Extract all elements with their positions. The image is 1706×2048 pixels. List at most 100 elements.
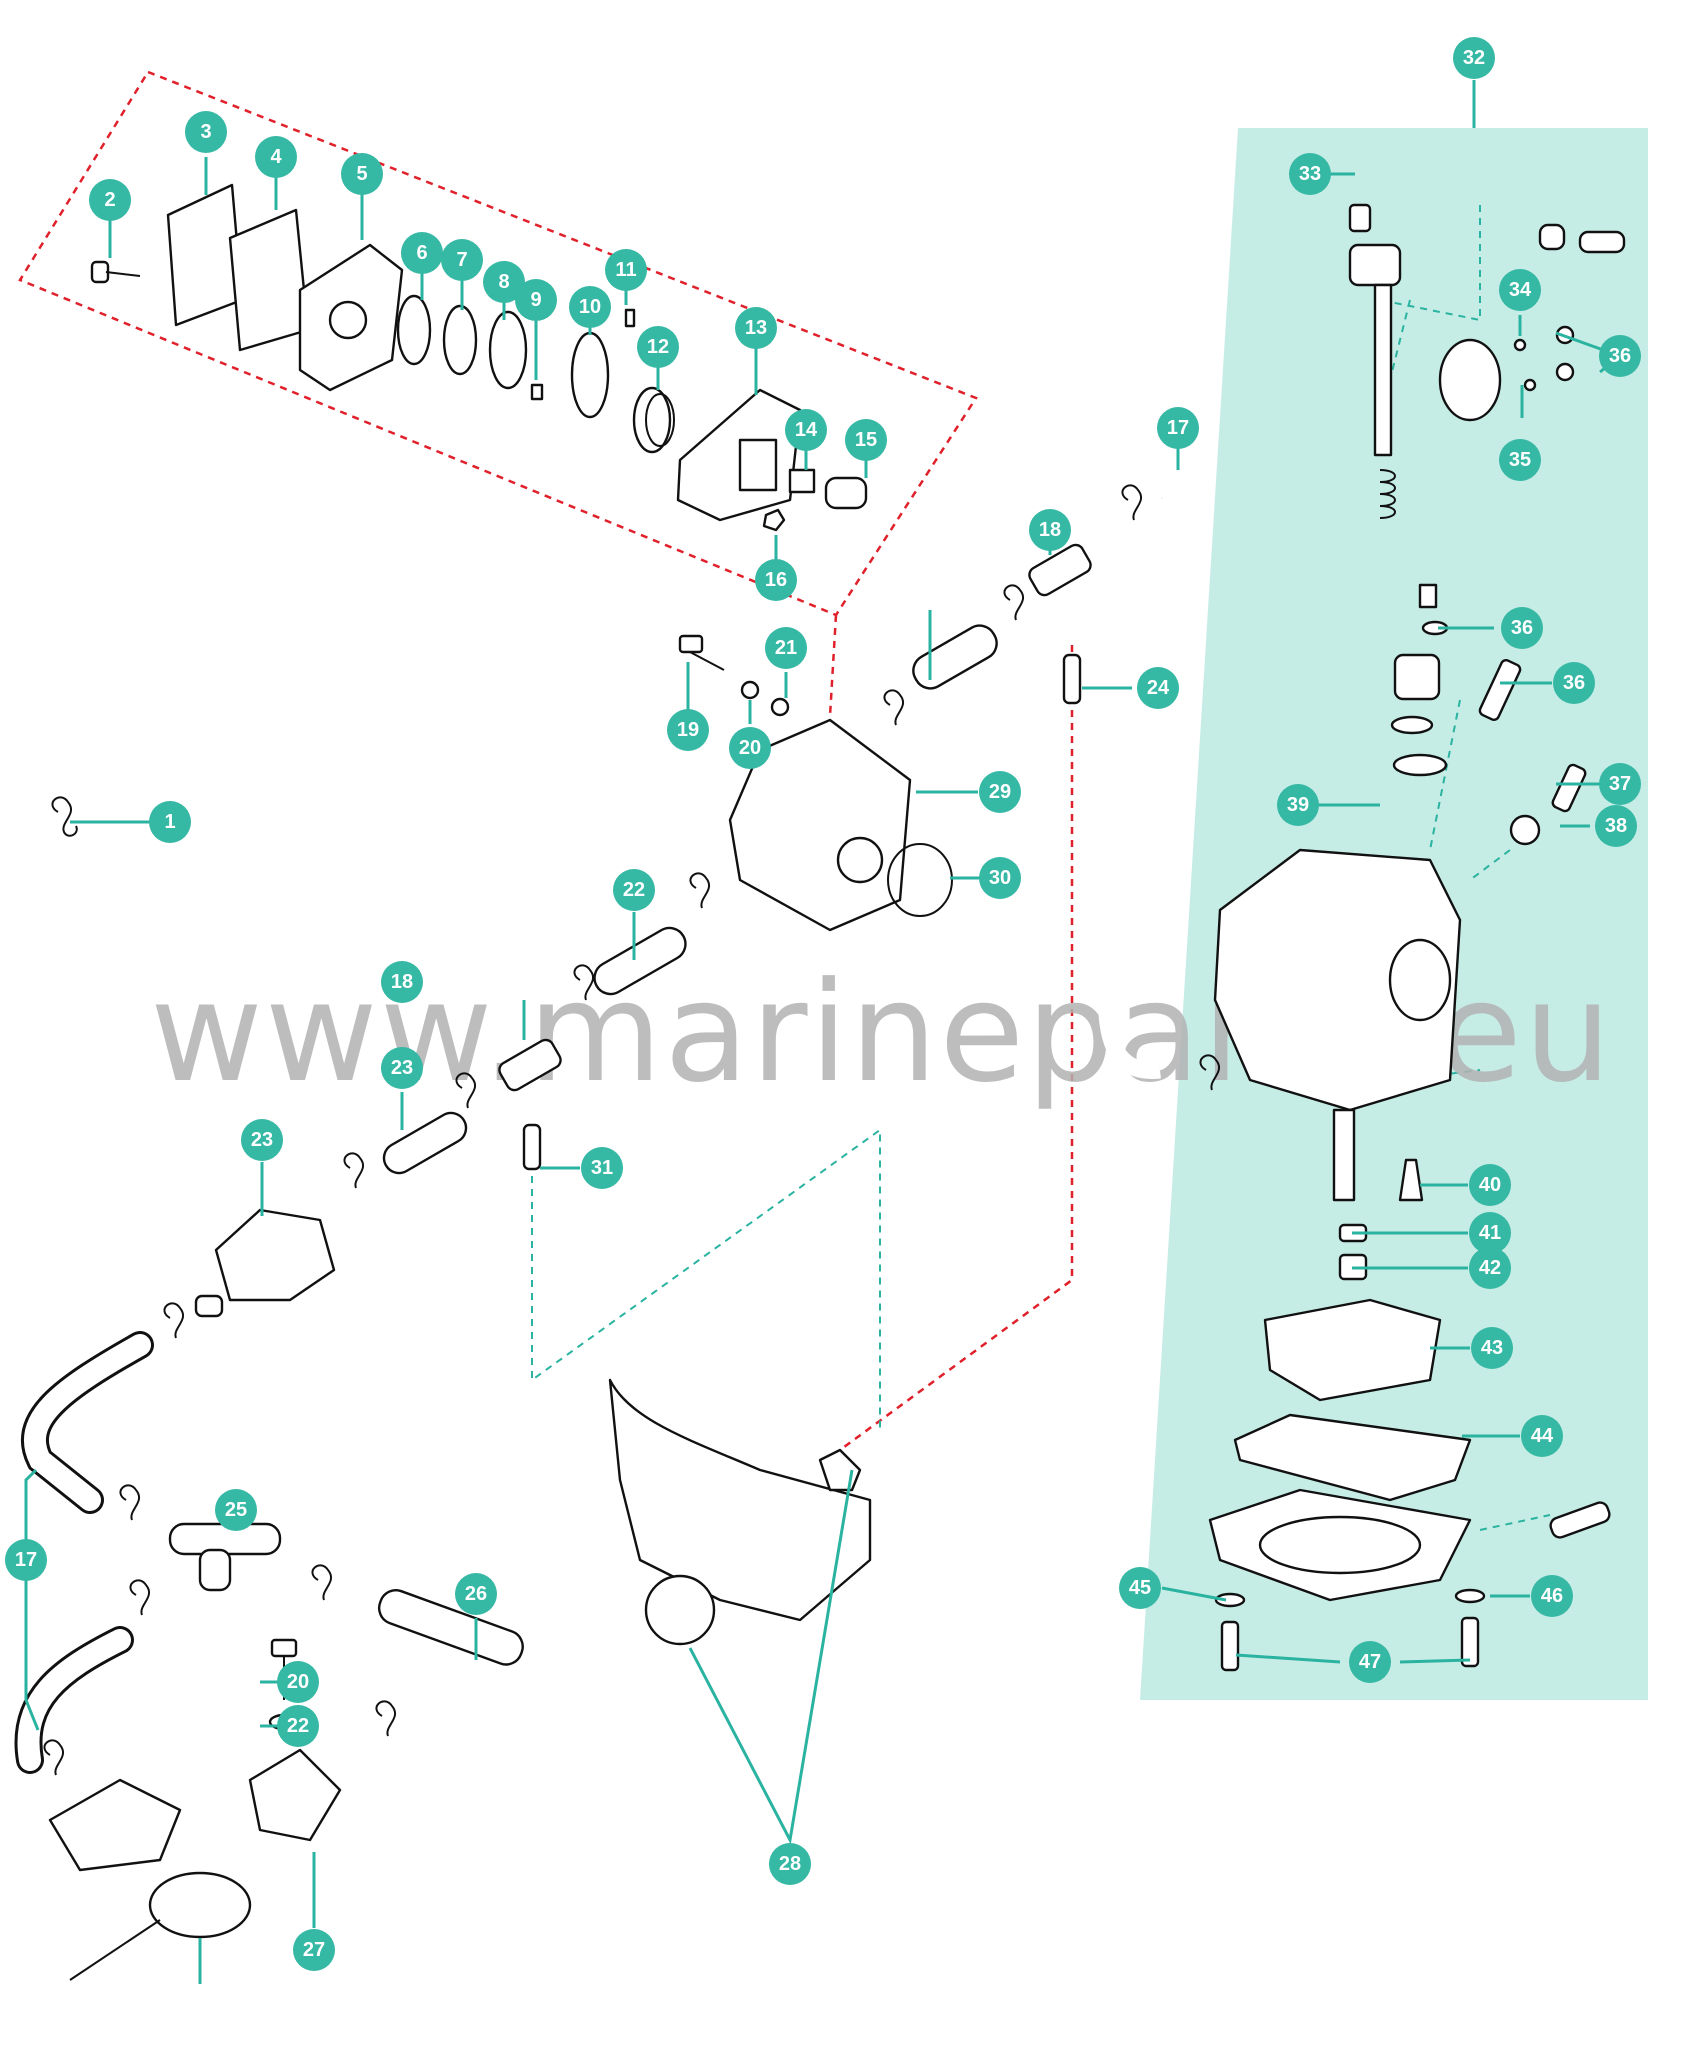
callout-39: 39 [1277,784,1319,826]
callout-number: 41 [1479,1222,1501,1244]
parts-artwork [14,183,1626,1981]
callout-25: 25 [215,1489,257,1531]
callout-bubble [1599,335,1641,377]
leader-lines [24,80,1624,1984]
callout-6: 6 [401,232,443,274]
callout-number: 36 [1511,617,1533,639]
callout-bubble [277,1661,319,1703]
callout-bubble [277,1705,319,1747]
callout-bubble [845,419,887,461]
callout-bubble [1521,1415,1563,1457]
callout-12: 12 [637,326,679,368]
callout-bubble [185,111,227,153]
callout-bubble [1157,407,1199,449]
callout-10: 10 [569,286,611,328]
callout-number: 31 [591,1157,613,1179]
callout-18: 18 [381,961,423,1003]
callout-number: 8 [498,271,509,293]
callout-47: 47 [1349,1641,1391,1683]
callout-8: 8 [483,261,525,303]
callout-31: 31 [581,1147,623,1189]
callout-number: 18 [391,971,413,993]
callout-number: 34 [1509,279,1532,301]
callout-bubble [89,179,131,221]
callout-36: 36 [1599,335,1641,377]
callout-number: 36 [1609,345,1631,367]
callout-number: 35 [1509,449,1531,471]
callout-bubble [255,136,297,178]
callout-number: 46 [1541,1585,1563,1607]
callout-number: 13 [745,317,767,339]
callout-bubble [1595,805,1637,847]
callout-bubble [241,1119,283,1161]
callout-number: 37 [1609,773,1631,795]
callout-number: 21 [775,637,797,659]
callout-number: 47 [1359,1651,1381,1673]
callout-bubble [1277,784,1319,826]
callout-4: 4 [255,136,297,178]
callout-21: 21 [765,627,807,669]
callout-number: 12 [647,336,669,358]
callout-number: 30 [989,867,1011,889]
callout-bubble [769,1843,811,1885]
callout-24: 24 [1137,667,1179,709]
callout-bubble [755,559,797,601]
callout-13: 13 [735,307,777,349]
callout-37: 37 [1599,763,1641,805]
callout-number: 3 [200,121,211,143]
callout-46: 46 [1531,1575,1573,1617]
callout-number: 36 [1563,672,1585,694]
callout-bubble [613,869,655,911]
callout-43: 43 [1471,1327,1513,1369]
callout-bubble [483,261,525,303]
callout-44: 44 [1521,1415,1563,1457]
callout-bubble [1469,1247,1511,1289]
callout-bubble [1501,607,1543,649]
callout-42: 42 [1469,1247,1511,1289]
callout-number: 14 [795,419,818,441]
callout-bubble [569,286,611,328]
callout-bubble [215,1489,257,1531]
callout-number: 22 [287,1715,309,1737]
callout-bubble [729,727,771,769]
callout-29: 29 [979,771,1021,813]
callout-bubble [1289,153,1331,195]
callout-number: 17 [1167,417,1189,439]
callout-bubble [381,961,423,1003]
callout-number: 24 [1147,677,1170,699]
callout-number: 43 [1481,1337,1503,1359]
callout-22: 22 [277,1705,319,1747]
callout-35: 35 [1499,439,1541,481]
callout-22: 22 [613,869,655,911]
callout-20: 20 [277,1661,319,1703]
callout-bubble [581,1147,623,1189]
callout-33: 33 [1289,153,1331,195]
callout-bubble [667,709,709,751]
callout-bubble [785,409,827,451]
callout-32: 32 [1453,37,1495,79]
callout-number: 20 [287,1671,309,1693]
callout-number: 1 [164,811,175,833]
callout-number: 6 [416,242,427,264]
callout-bubble [381,1047,423,1089]
callout-bubble [1531,1575,1573,1617]
callout-bubble [1599,763,1641,805]
callout-15: 15 [845,419,887,461]
callout-bubble [735,307,777,349]
callout-bubble [1553,662,1595,704]
callout-number: 18 [1039,519,1061,541]
callout-36: 36 [1553,662,1595,704]
callout-2: 2 [89,179,131,221]
callout-36: 36 [1501,607,1543,649]
callout-bubble [441,239,483,281]
callout-30: 30 [979,857,1021,899]
callout-bubble [1119,1567,1161,1609]
callout-number: 38 [1605,815,1627,837]
callout-bubble [341,153,383,195]
callout-number: 26 [465,1583,487,1605]
callout-number: 16 [765,569,787,591]
callout-28: 28 [769,1843,811,1885]
callout-number: 15 [855,429,877,451]
